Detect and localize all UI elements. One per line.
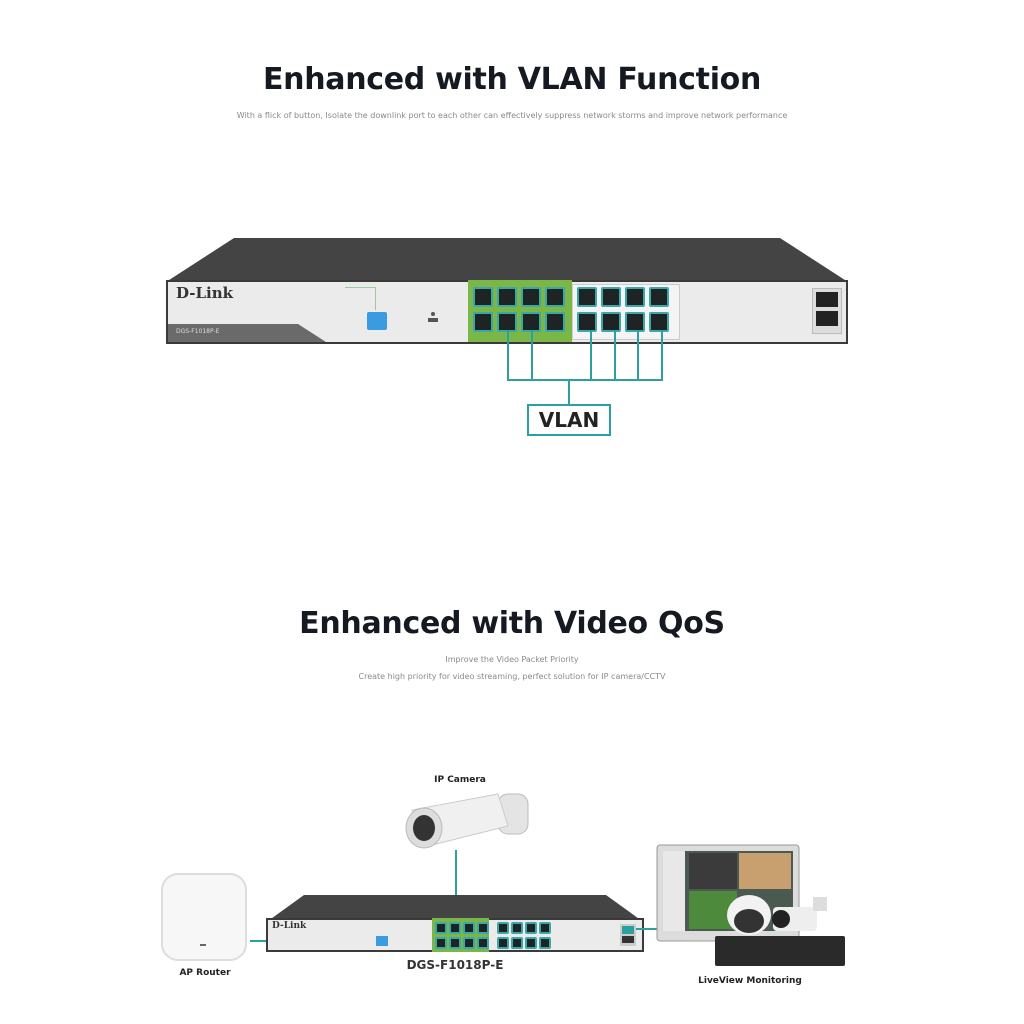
- liveview-monitoring-label: LiveView Monitoring: [698, 976, 802, 986]
- ethernet-port: [463, 922, 475, 934]
- ethernet-port: [511, 922, 523, 934]
- sfp-cage: [812, 288, 842, 334]
- brand-logo: D-Link: [176, 284, 234, 302]
- ethernet-port: [521, 287, 541, 307]
- ethernet-port: [473, 287, 493, 307]
- ethernet-port: [601, 312, 621, 332]
- ethernet-port: [477, 937, 489, 949]
- ethernet-port: [577, 287, 597, 307]
- model-label: DGS-F1018P-E: [176, 328, 220, 335]
- ethernet-port: [539, 937, 551, 949]
- ethernet-port: [449, 922, 461, 934]
- ethernet-port: [435, 937, 447, 949]
- ethernet-port: [449, 937, 461, 949]
- ethernet-port: [649, 287, 669, 307]
- ethernet-port: [625, 312, 645, 332]
- sfp-small: [620, 924, 636, 946]
- vlan-drop-line: [568, 379, 570, 405]
- ethernet-port: [577, 312, 597, 332]
- ethernet-port: [497, 312, 517, 332]
- liveview-monitor-icon: [656, 844, 845, 966]
- ip-camera-label: IP Camera: [434, 775, 486, 785]
- port-cable: [637, 330, 639, 381]
- ethernet-port: [525, 922, 537, 934]
- monitor-cable: [636, 928, 660, 930]
- qos-section-title: Enhanced with Video QoS: [299, 606, 725, 641]
- ethernet-port: [463, 937, 475, 949]
- model-strip: [168, 324, 326, 342]
- ethernet-port: [649, 312, 669, 332]
- ethernet-port: [601, 287, 621, 307]
- ethernet-port: [545, 287, 565, 307]
- ethernet-port: [511, 937, 523, 949]
- port-cable: [531, 330, 533, 381]
- vlan-section-title: Enhanced with VLAN Function: [262, 62, 762, 97]
- ethernet-port: [521, 312, 541, 332]
- ethernet-port: [545, 312, 565, 332]
- ethernet-port: [477, 922, 489, 934]
- ethernet-port: [539, 922, 551, 934]
- switch-model-label: DGS-F1018P-E: [406, 958, 504, 972]
- vlan-label-box: VLAN: [527, 404, 611, 436]
- switch-lid: [166, 238, 848, 282]
- ethernet-port: [497, 922, 509, 934]
- vlan-section-subtitle: With a flick of button, Isolate the down…: [236, 111, 788, 120]
- port-cable: [614, 330, 616, 381]
- camera-cable: [455, 850, 457, 928]
- led-legend: [345, 287, 376, 310]
- ethernet-port: [473, 312, 493, 332]
- ethernet-port: [625, 287, 645, 307]
- ap-router-label: AP Router: [179, 968, 231, 978]
- ip-camera-icon: [405, 793, 529, 849]
- qos-subtitle-line1: Improve the Video Packet Priority: [445, 655, 579, 664]
- dip-switch-small: [376, 936, 388, 946]
- vlan-bus-line: [507, 379, 663, 381]
- switch-lid-small: [268, 895, 642, 921]
- port-cable: [590, 330, 592, 381]
- ethernet-port: [435, 922, 447, 934]
- ethernet-port: [497, 287, 517, 307]
- qos-subtitle-line2: Create high priority for video streaming…: [358, 672, 666, 681]
- ethernet-port: [497, 937, 509, 949]
- port-cable: [507, 330, 509, 381]
- dip-switch-button[interactable]: [367, 312, 387, 330]
- ap-router-icon: [161, 873, 247, 961]
- reset-button[interactable]: [428, 312, 438, 330]
- brand-logo-small: D-Link: [272, 921, 307, 931]
- port-cable: [661, 330, 663, 381]
- ethernet-port: [525, 937, 537, 949]
